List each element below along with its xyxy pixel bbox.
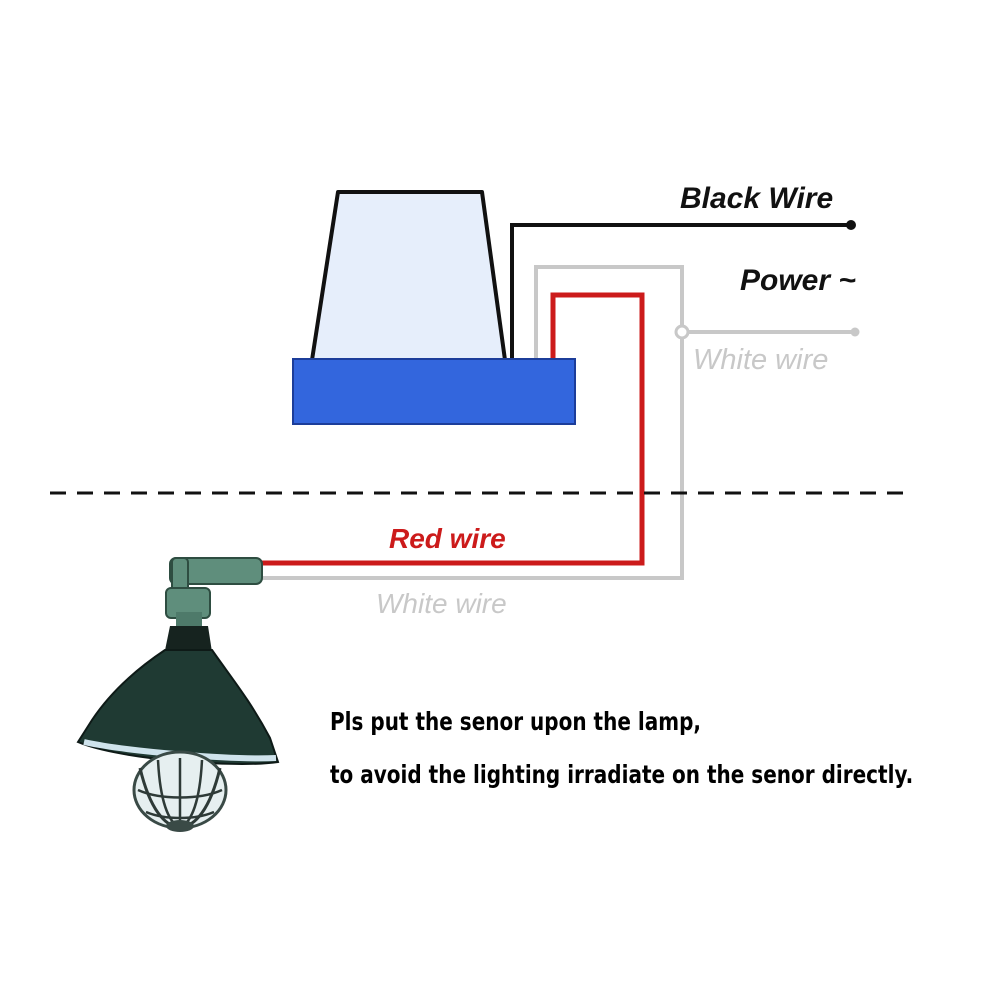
white-wire-label-top: White wire	[693, 344, 829, 376]
red-wire-label: Red wire	[389, 523, 506, 554]
white-wire-line	[258, 265, 684, 580]
power-label: Power ~	[740, 264, 856, 297]
sensor-dome	[310, 190, 507, 362]
instruction-line-2: to avoid the lighting irradiate on the s…	[330, 760, 914, 789]
black-wire-terminal	[846, 220, 856, 230]
black-wire-line	[510, 223, 848, 358]
lamp-bracket-arm	[169, 557, 263, 585]
white-wire-terminal	[850, 327, 860, 337]
instruction-line-1: Pls put the senor upon the lamp,	[330, 707, 701, 736]
white-wire-label-bottom: White wire	[376, 588, 507, 619]
light-sensor	[292, 190, 576, 425]
black-wire-label: Black Wire	[680, 182, 834, 215]
sensor-base	[292, 358, 576, 425]
lamp	[76, 557, 280, 832]
red-wire-line	[258, 292, 645, 566]
white-wire-junction	[674, 324, 690, 340]
